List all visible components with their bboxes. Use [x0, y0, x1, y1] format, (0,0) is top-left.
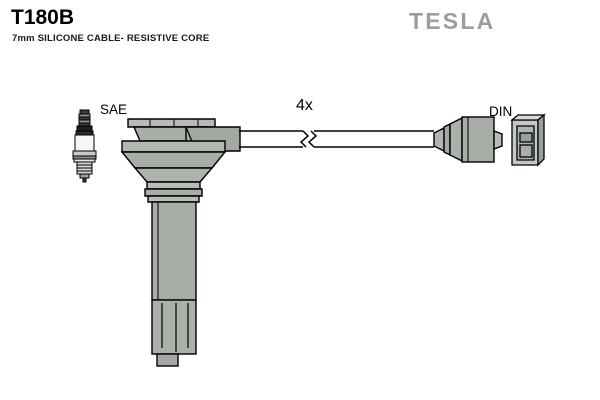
din-end-label: DIN [489, 104, 513, 119]
spark-plug-boot [120, 118, 241, 367]
sae-spark-plug-symbol [72, 109, 97, 183]
quantity-label: 4x [296, 97, 313, 114]
page-title: T180B [11, 6, 75, 29]
cable-break-symbol [299, 130, 318, 148]
din-distributor-boot [433, 116, 503, 163]
silicone-cable [239, 130, 434, 148]
din-socket-symbol [510, 113, 546, 167]
specification-text: 7mm SILICONE CABLE- RESISTIVE CORE [12, 33, 210, 44]
sae-end-label: SAE [100, 102, 128, 117]
tesla-brand-logo: TESLA [409, 8, 496, 34]
